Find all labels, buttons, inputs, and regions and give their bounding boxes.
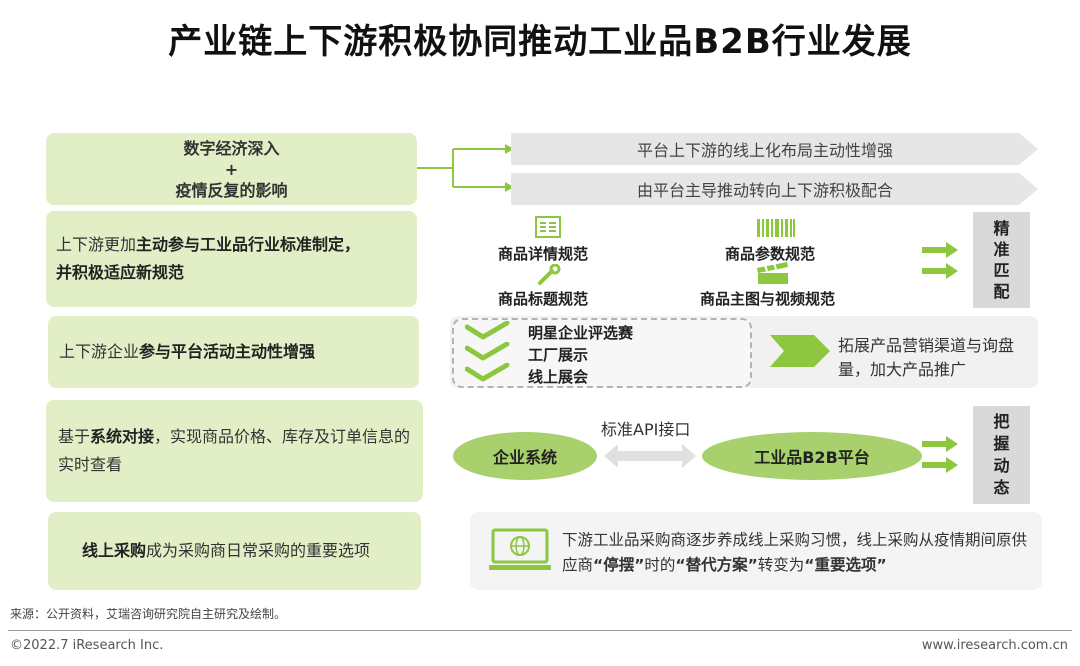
- website-link[interactable]: www.iresearch.com.cn: [921, 638, 1068, 653]
- chevron-arrow-icon: [770, 335, 830, 367]
- trend-banner-1-text: 平台上下游的线上化布局主动性增强: [636, 141, 893, 160]
- wrench-icon: [538, 264, 561, 285]
- system-highlight: 系统对接: [90, 427, 155, 446]
- trend-banner-2-text: 由平台主导推动转向上下游积极配合: [636, 181, 893, 200]
- activities-highlight: 参与平台活动主动性增强: [139, 342, 316, 361]
- clapperboard-icon: [757, 262, 788, 284]
- spec-item-params: 商品参数规范: [725, 245, 816, 263]
- activity-item-factory: 工厂展示: [528, 346, 589, 364]
- source-note: 来源：公开资料，艾瑞咨询研究院自主研究及绘制。: [10, 607, 287, 621]
- footer-divider: [8, 630, 1072, 631]
- spec-item-title: 商品标题规范: [498, 290, 589, 308]
- trend-banner-1: 平台上下游的线上化布局主动性增强: [511, 133, 1038, 165]
- copyright: ©2022.7 iResearch Inc.: [10, 638, 164, 653]
- standards-highlight-2: 并积极适应新规范: [56, 263, 185, 282]
- standards-highlight: 主动参与工业品行业标准制定，: [136, 235, 361, 254]
- grasp-dynamics-label: 把握动态: [973, 406, 1030, 504]
- double-arrow-icon: [922, 242, 958, 279]
- factor-box-system: 基于系统对接，实现商品价格、库存及订单信息的实时查看: [46, 400, 423, 502]
- trend-banner-2: 由平台主导推动转向上下游积极配合: [511, 173, 1038, 205]
- check-icon-2: [465, 342, 510, 361]
- activity-item-online-expo: 线上展会: [528, 368, 589, 386]
- b2b-platform-node: 工业品B2B平台: [702, 432, 922, 480]
- enterprise-system-node: 企业系统: [453, 432, 597, 480]
- spec-item-detail: 商品详情规范: [498, 245, 589, 263]
- check-icon-1: [465, 321, 510, 340]
- activities-result-text: 拓展产品营销渠道与询盘量，加大产品推广: [838, 336, 1015, 379]
- check-icon-3: [465, 363, 510, 382]
- page-title: 产业链上下游积极协同推动工业品B2B行业发展: [168, 22, 912, 62]
- activities-dashed-frame: [452, 318, 752, 388]
- procurement-panel: [470, 512, 1042, 590]
- quote-stop: “停摆”: [593, 556, 645, 574]
- spec-item-media: 商品主图与视频规范: [700, 290, 836, 308]
- bidirectional-arrow: [604, 444, 696, 468]
- precise-match-label: 精准匹配: [973, 212, 1030, 308]
- factor-plus: +: [224, 159, 239, 179]
- monitor-globe-icon: [489, 528, 551, 570]
- branch-connector: [417, 144, 514, 192]
- quote-important: “重要选项”: [804, 556, 887, 574]
- factor-box-standards: 上下游更加主动参与工业品行业标准制定， 并积极适应新规范: [46, 211, 417, 307]
- procurement-highlight: 线上采购: [82, 541, 147, 560]
- quote-alternative: “替代方案”: [675, 556, 758, 574]
- factor-box-activities: 上下游企业参与平台活动主动性增强: [48, 316, 419, 388]
- factor-line-2: 疫情反复的影响: [175, 180, 288, 200]
- document-icon: [535, 216, 561, 238]
- api-label: 标准API接口: [601, 420, 691, 439]
- double-arrow-icon-2: [922, 436, 958, 473]
- procurement-text: 下游工业品采购商逐步养成线上采购习惯，线上采购从疫情期间原供应商“停摆”时的“替…: [562, 531, 1028, 574]
- factor-box-digital-economy: 数字经济深入 + 疫情反复的影响: [46, 133, 417, 205]
- activity-item-star: 明星企业评选赛: [528, 324, 634, 342]
- barcode-icon: [757, 219, 795, 237]
- factor-box-online-procurement: 线上采购成为采购商日常采购的重要选项: [48, 512, 421, 590]
- factor-line-1: 数字经济深入: [183, 138, 280, 158]
